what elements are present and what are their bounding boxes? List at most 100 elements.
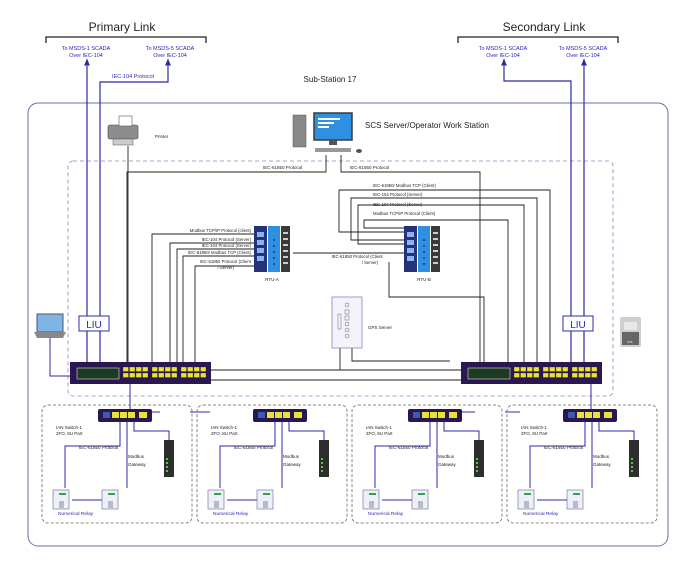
gps-server[interactable]: GPS Server xyxy=(331,296,393,349)
switch-port[interactable] xyxy=(294,412,302,418)
liu-right[interactable]: LIU xyxy=(562,315,594,332)
switch-port[interactable] xyxy=(122,366,129,372)
switch-port[interactable] xyxy=(449,412,457,418)
switch-port[interactable] xyxy=(275,412,282,418)
bay-frame xyxy=(41,404,193,524)
switch-port[interactable] xyxy=(585,412,592,418)
printer[interactable]: Printer xyxy=(107,115,169,146)
switch-port[interactable] xyxy=(604,412,612,418)
switch-port[interactable] xyxy=(267,412,274,418)
modbus-gateway-icon[interactable] xyxy=(319,440,329,477)
gateway-label: Modbus xyxy=(593,454,610,459)
switch-port[interactable] xyxy=(571,372,578,378)
rtu-a-label: RTU-A xyxy=(265,277,279,282)
switch-port[interactable] xyxy=(135,372,142,378)
switch-port[interactable] xyxy=(438,412,445,418)
workstation[interactable]: SCS Server/Operator Work Station IEC-618… xyxy=(263,112,489,170)
switch-port[interactable] xyxy=(171,372,178,378)
ian-switch-label: IAN Switch-1 xyxy=(521,425,548,430)
switch-port[interactable] xyxy=(549,366,556,372)
liu-left[interactable]: LIU xyxy=(78,315,110,332)
switch-port[interactable] xyxy=(542,372,549,378)
switch-port[interactable] xyxy=(164,366,171,372)
switch-port[interactable] xyxy=(578,372,585,378)
switch-port[interactable] xyxy=(122,372,129,378)
switch-port[interactable] xyxy=(187,372,194,378)
switch-port[interactable] xyxy=(577,412,584,418)
switch-port[interactable] xyxy=(151,372,158,378)
switch-port[interactable] xyxy=(513,372,520,378)
switch-port[interactable] xyxy=(193,372,200,378)
switch-port[interactable] xyxy=(520,372,527,378)
ian-switch-spec: 2FO, 8U Part xyxy=(56,431,83,436)
switch-port[interactable] xyxy=(200,372,207,378)
numerical-relay-label: Numerical Relay xyxy=(523,511,559,517)
switch-port[interactable] xyxy=(187,366,194,372)
switch-port[interactable] xyxy=(171,366,178,372)
gateway-label: Modbus xyxy=(438,454,455,459)
switch-port[interactable] xyxy=(562,366,569,372)
secondary-target-2-line1: To MSDS-5 SCADA xyxy=(559,46,608,52)
modbus-gateway-icon[interactable] xyxy=(629,440,639,477)
switch-port[interactable] xyxy=(193,366,200,372)
switch-port[interactable] xyxy=(180,366,187,372)
switch-port[interactable] xyxy=(562,372,569,378)
switch-port[interactable] xyxy=(526,366,533,372)
substation-title: Sub-Station 17 xyxy=(304,75,357,84)
switch-port[interactable] xyxy=(200,366,207,372)
ups[interactable]: UPS xyxy=(620,317,641,347)
switch-port[interactable] xyxy=(142,366,149,372)
switch-port[interactable] xyxy=(139,412,147,418)
switch-port[interactable] xyxy=(591,372,598,378)
switch-port[interactable] xyxy=(549,372,556,378)
switch-port[interactable] xyxy=(128,412,135,418)
switch-port[interactable] xyxy=(513,366,520,372)
core-switch-left[interactable] xyxy=(70,362,211,384)
modbus-gateway-icon[interactable] xyxy=(164,440,174,477)
mouse-icon xyxy=(356,149,362,153)
switch-port[interactable] xyxy=(591,366,598,372)
core-switch-right[interactable] xyxy=(461,362,602,384)
rtu-b[interactable]: RTU-B IEC-61850/ Modbus TCP (Client) IEC… xyxy=(373,183,440,282)
switch-port[interactable] xyxy=(158,366,165,372)
switch-port[interactable] xyxy=(555,366,562,372)
bay-protocol-label: IEC-61850 Protocol xyxy=(79,445,118,450)
switch-port[interactable] xyxy=(151,366,158,372)
switch-port[interactable] xyxy=(422,412,429,418)
secondary-target-2-line2: Over IEC-104 xyxy=(566,53,600,59)
switch-port[interactable] xyxy=(164,372,171,378)
switch-port[interactable] xyxy=(593,412,600,418)
switch-port[interactable] xyxy=(180,372,187,378)
switch-port[interactable] xyxy=(571,366,578,372)
bay-protocol-label: IEC-61850 Protocol xyxy=(234,445,273,450)
printer-icon xyxy=(107,124,139,140)
switch-port[interactable] xyxy=(584,366,591,372)
control-room-frame xyxy=(67,160,614,397)
secondary-link-title: Secondary Link xyxy=(503,20,587,34)
switch-port[interactable] xyxy=(129,366,136,372)
switch-port[interactable] xyxy=(533,372,540,378)
switch-port[interactable] xyxy=(526,372,533,378)
switch-port[interactable] xyxy=(142,372,149,378)
switch-port[interactable] xyxy=(129,372,136,378)
gps-server-label: GPS Server xyxy=(368,325,393,330)
switch-port[interactable] xyxy=(520,366,527,372)
switch-port[interactable] xyxy=(584,372,591,378)
modbus-gateway-icon[interactable] xyxy=(474,440,484,477)
switch-port[interactable] xyxy=(112,412,119,418)
switch-port[interactable] xyxy=(533,366,540,372)
switch-port[interactable] xyxy=(555,372,562,378)
switch-port[interactable] xyxy=(158,372,165,378)
switch-port[interactable] xyxy=(578,366,585,372)
switch-port[interactable] xyxy=(283,412,290,418)
switch-port[interactable] xyxy=(542,366,549,372)
switch-port[interactable] xyxy=(135,366,142,372)
numerical-relay-label: Numerical Relay xyxy=(58,511,94,517)
switch-port[interactable] xyxy=(120,412,127,418)
laptop[interactable] xyxy=(34,313,70,377)
rtu-a[interactable]: RTU-A Modbus TCP/IP Protocol (client) IE… xyxy=(188,226,383,282)
switch-port[interactable] xyxy=(430,412,437,418)
